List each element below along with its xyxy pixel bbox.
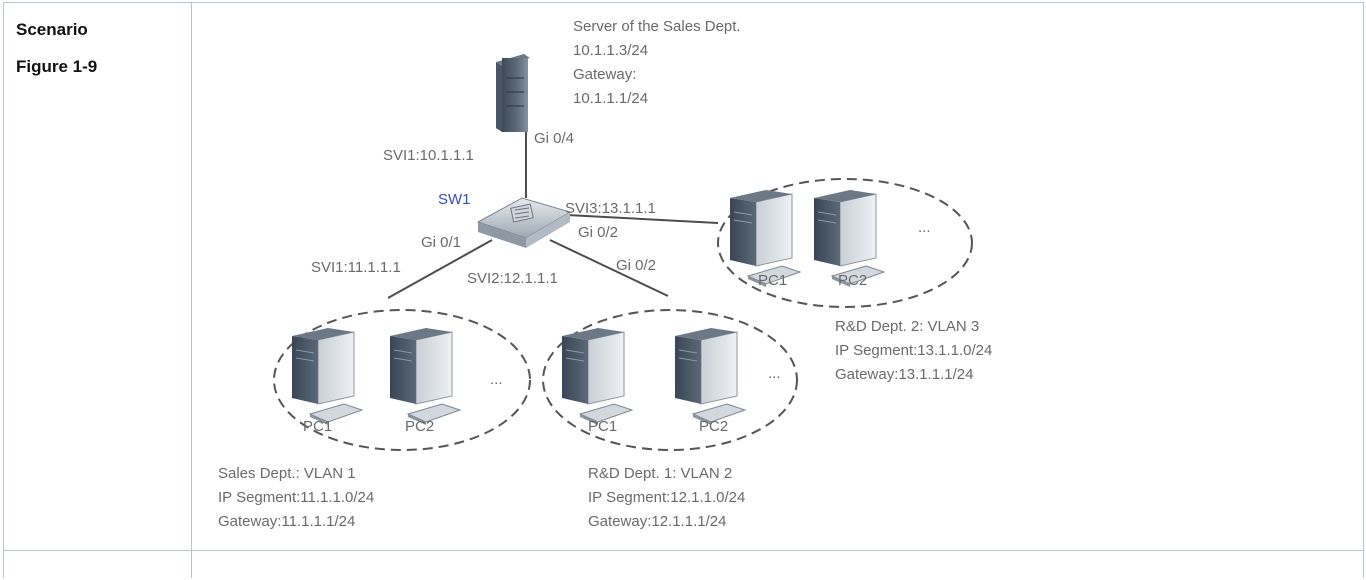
svi1-server-label: SVI1:10.1.1.1 <box>383 147 474 164</box>
rd1-pc2-icon <box>674 327 746 426</box>
sales-dept-group <box>273 309 531 451</box>
rd1-ellipsis: ... <box>768 365 781 382</box>
switch-label: SW1 <box>438 191 471 208</box>
sales-pc1-icon <box>291 327 363 426</box>
sales-pc1-label: PC1 <box>303 418 332 435</box>
sales-pc2-icon <box>389 327 461 426</box>
rd1-vlan-text: R&D Dept. 1: VLAN 2 <box>588 465 732 482</box>
sales-ellipsis: ... <box>490 371 503 388</box>
rd2-pc2-label: PC2 <box>838 272 867 289</box>
rd2-ellipsis: ... <box>918 219 931 236</box>
rd2-ip-text: IP Segment:13.1.1.0/24 <box>835 342 992 359</box>
switch-icon <box>476 197 572 248</box>
server-title: Server of the Sales Dept. <box>573 18 741 35</box>
rd2-vlan-text: R&D Dept. 2: VLAN 3 <box>835 318 979 335</box>
link-sw1-rd1 <box>549 239 669 297</box>
svi1-sales-label: SVI1:11.1.1.1 <box>311 259 401 276</box>
link-sw1-rd2 <box>547 213 719 224</box>
gi04-label: Gi 0/4 <box>534 130 574 147</box>
table-row-divider <box>3 550 1364 551</box>
rd2-gateway-text: Gateway:13.1.1.1/24 <box>835 366 973 383</box>
server-icon <box>496 54 530 132</box>
gi01-label: Gi 0/1 <box>421 234 461 251</box>
table-column-divider <box>191 2 192 578</box>
svi3-label: SVI3:13.1.1.1 <box>565 200 656 217</box>
rd-dept-1-group <box>542 309 798 451</box>
svi2-label: SVI2:12.1.1.1 <box>467 270 558 287</box>
gi02-rd2-label: Gi 0/2 <box>578 224 618 241</box>
server-ip: 10.1.1.3/24 <box>573 42 648 59</box>
rd1-pc2-label: PC2 <box>699 418 728 435</box>
rd1-pc1-label: PC1 <box>588 418 617 435</box>
rd1-gateway-text: Gateway:12.1.1.1/24 <box>588 513 726 530</box>
sales-pc2-label: PC2 <box>405 418 434 435</box>
table-border-left <box>3 2 4 578</box>
gi02-rd1-label: Gi 0/2 <box>616 257 656 274</box>
sales-vlan-text: Sales Dept.: VLAN 1 <box>218 465 356 482</box>
sales-gateway-text: Gateway:11.1.1.1/24 <box>218 513 355 530</box>
sales-ip-text: IP Segment:11.1.1.0/24 <box>218 489 374 506</box>
server-gateway-label: Gateway: <box>573 66 636 83</box>
rd-dept-2-group <box>717 178 973 308</box>
figure-label: Figure 1-9 <box>16 57 98 76</box>
table-border-right <box>1363 2 1364 578</box>
link-sw1-sales <box>387 239 493 299</box>
rd1-ip-text: IP Segment:12.1.1.0/24 <box>588 489 745 506</box>
scenario-label: Scenario <box>16 20 88 39</box>
rd2-pc1-label: PC1 <box>758 272 787 289</box>
rd1-pc1-icon <box>561 327 633 426</box>
server-gateway-ip: 10.1.1.1/24 <box>573 90 648 107</box>
table-border-top <box>3 2 1364 3</box>
scenario-table <box>3 2 1364 578</box>
